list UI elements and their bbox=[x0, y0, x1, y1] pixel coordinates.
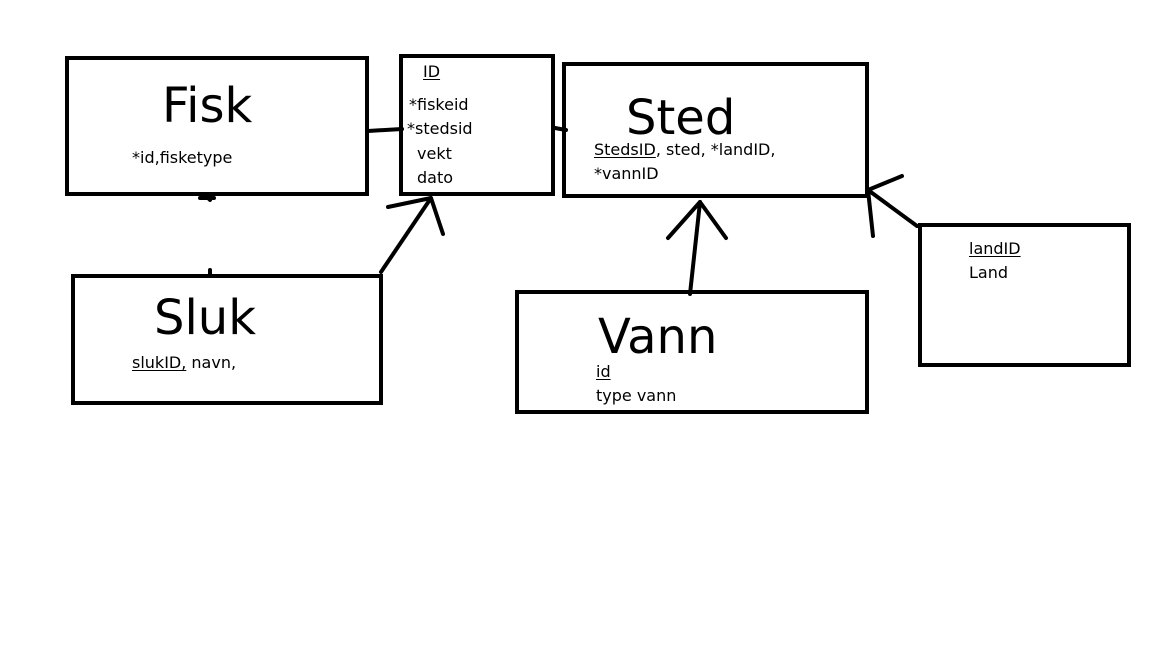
entity-fangst-pk: ID bbox=[423, 62, 441, 81]
entity-land-pk: landID bbox=[969, 239, 1021, 258]
entity-fangst-field-dato: dato bbox=[417, 168, 454, 187]
entity-sluk-title: Sluk bbox=[154, 290, 257, 346]
entity-vann bbox=[515, 290, 869, 414]
entity-sted-attributes: StedsID, sted, *landID, bbox=[594, 142, 775, 158]
entity-fisk bbox=[65, 56, 369, 196]
entity-vann-attrs: type vann bbox=[596, 386, 677, 405]
entity-sted-attrs-line2: *vannID bbox=[594, 164, 659, 183]
entity-sted-attrs-rest: , sted, *landID, bbox=[655, 140, 776, 159]
entity-vann-title: Vann bbox=[598, 309, 718, 365]
entity-sluk-attrs-rest: navn, bbox=[186, 353, 237, 372]
link-sluk-fangst bbox=[379, 196, 433, 274]
entity-fisk-title: Fisk bbox=[162, 78, 253, 134]
arrow-vann-sted bbox=[666, 200, 728, 240]
entity-fangst-field-stedsid: *stedsid bbox=[407, 119, 473, 138]
entity-vann-pk: id bbox=[596, 362, 611, 381]
entity-fangst-field-fiskeid: *fiskeid bbox=[409, 95, 469, 114]
entity-land-attrs: Land bbox=[969, 263, 1009, 282]
entity-land bbox=[918, 223, 1131, 367]
entity-sted bbox=[562, 62, 869, 198]
link-fisk-fangst bbox=[366, 127, 404, 133]
entity-sted-pk: StedsID bbox=[594, 140, 656, 159]
arrow-sluk-fangst bbox=[386, 196, 445, 236]
entity-sluk bbox=[71, 274, 383, 405]
link-vann-sted bbox=[688, 200, 702, 296]
entity-sted-title: Sted bbox=[626, 90, 736, 146]
entity-fisk-attributes: *id,fisketype bbox=[132, 148, 233, 167]
entity-sluk-attributes: slukID, navn, bbox=[132, 355, 236, 371]
entity-fangst-field-vekt: vekt bbox=[417, 144, 452, 163]
entity-fangst bbox=[399, 54, 555, 196]
link-land-sted bbox=[866, 188, 919, 228]
arrow-land-sted bbox=[866, 174, 904, 238]
entity-sluk-pk: slukID, bbox=[132, 353, 187, 372]
